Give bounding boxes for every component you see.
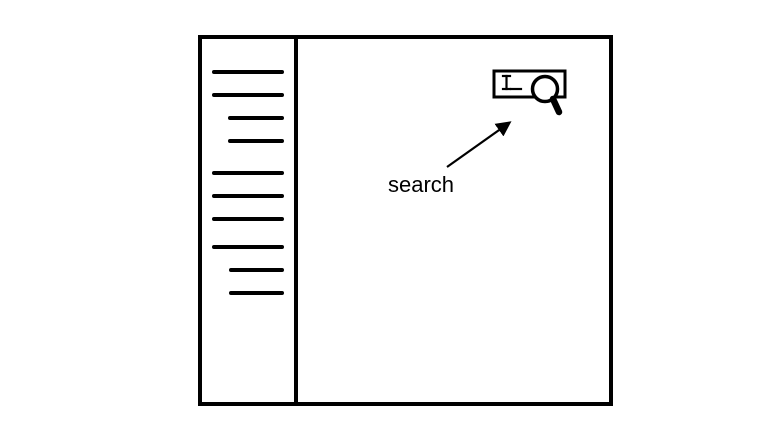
search-icon[interactable] xyxy=(530,74,563,116)
text-cursor-icon xyxy=(501,74,523,91)
search-box[interactable] xyxy=(492,69,567,116)
search-annotation-label: search xyxy=(388,172,455,197)
sidebar-menu xyxy=(212,70,284,295)
arrow-icon xyxy=(446,121,512,168)
